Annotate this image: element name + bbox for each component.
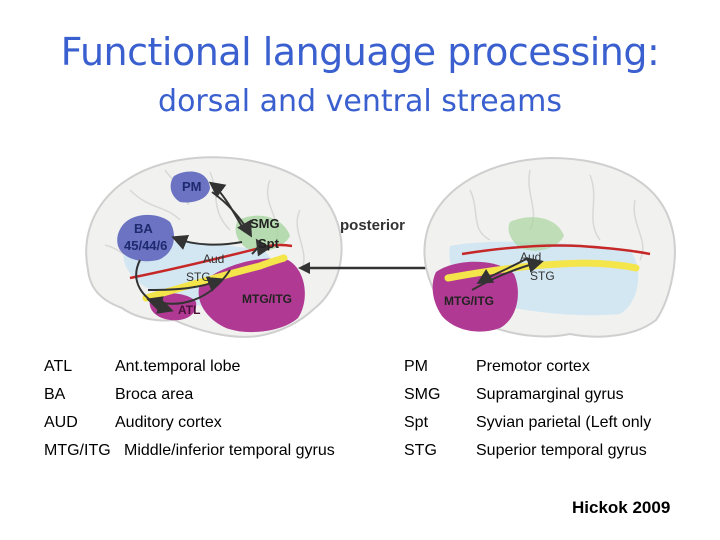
- brain-streams-diagram: PM BA 45/44/6 SMG Spt Aud STG MTG/ITG AT…: [85, 156, 676, 338]
- label-stg-right: STG: [530, 269, 555, 283]
- legend-abbr-smg: SMG: [404, 386, 441, 403]
- ba-region: [117, 214, 174, 262]
- legend-desc-ba: Broca area: [115, 386, 194, 403]
- legend-abbr-pm: PM: [404, 358, 428, 375]
- legend-abbr-mtg-itg: MTG/ITG: [44, 442, 111, 459]
- legend-desc-stg: Superior temporal gyrus: [476, 442, 647, 459]
- legend-desc-spt: Syvian parietal (Left only: [476, 414, 652, 431]
- left-sylvian-fissure: [129, 243, 293, 280]
- right-brain: Aud STG MTG/ITG: [423, 156, 676, 338]
- pm-region: [170, 171, 210, 203]
- label-aud-right: Aud: [520, 250, 541, 264]
- right-green-region: [508, 217, 564, 251]
- left-stream-arrows: [135, 181, 272, 314]
- legend-desc-mtg-itg: Middle/inferior temporal gyrus: [124, 442, 335, 459]
- legend-desc-aud: Auditory cortex: [115, 414, 222, 431]
- legend-desc-atl: Ant.temporal lobe: [115, 358, 241, 375]
- label-smg: SMG: [250, 216, 280, 231]
- left-brain: PM BA 45/44/6 SMG Spt Aud STG MTG/ITG AT…: [85, 156, 343, 338]
- label-ba-line2: 45/44/6: [124, 238, 167, 253]
- slide-subtitle: dorsal and ventral streams: [158, 84, 562, 119]
- legend-abbr-spt: Spt: [404, 414, 429, 431]
- right-stream-arrows: [471, 257, 544, 291]
- label-ba-line1: BA: [134, 221, 153, 236]
- posterior-label: posterior: [340, 217, 405, 234]
- label-spt: Spt: [258, 236, 280, 251]
- label-atl: ATL: [178, 303, 200, 317]
- legend-abbr-atl: ATL: [44, 358, 73, 375]
- label-pm: PM: [182, 179, 202, 194]
- label-aud-left: Aud: [203, 252, 224, 266]
- citation: Hickok 2009: [572, 498, 671, 517]
- legend-abbr-ba: BA: [44, 386, 66, 403]
- label-mtg-itg-left: MTG/ITG: [242, 292, 292, 306]
- legend-desc-smg: Supramarginal gyrus: [476, 386, 624, 403]
- slide-title: Functional language processing:: [60, 30, 660, 74]
- label-stg-left: STG: [186, 270, 211, 284]
- right-sylvian-fissure: [461, 244, 651, 256]
- legend-abbr-stg: STG: [404, 442, 437, 459]
- label-mtg-itg-right: MTG/ITG: [444, 294, 494, 308]
- legend-desc-pm: Premotor cortex: [476, 358, 590, 375]
- legend-abbr-aud: AUD: [44, 414, 78, 431]
- right-ventral-stream-band: [444, 259, 640, 282]
